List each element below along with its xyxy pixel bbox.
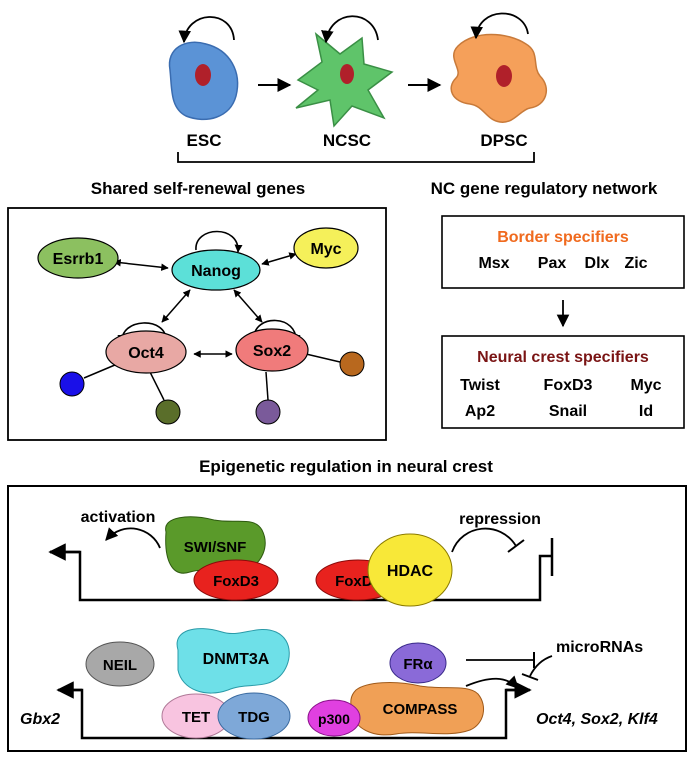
node-oct4: Oct4 — [105, 330, 187, 374]
ncsc-label: NCSC — [323, 131, 371, 150]
swi-snf-label: SWI/SNF — [184, 539, 247, 556]
esc-nucleus — [195, 64, 211, 86]
nc-gene: Twist — [460, 377, 500, 394]
edge-nanog-oct4 — [161, 289, 191, 323]
border-specifiers-title: Border specifiers — [497, 229, 629, 246]
nc-gene: FoxD3 — [544, 377, 593, 394]
svg-text:Myc: Myc — [310, 241, 341, 258]
svg-text:Oct4: Oct4 — [128, 345, 164, 362]
border-specifiers-box — [441, 215, 685, 289]
activation-label: activation — [81, 509, 156, 526]
nc-specifiers-title: Neural crest specifiers — [477, 349, 649, 366]
nc-gene: Snail — [549, 403, 587, 420]
nc-gene: Ap2 — [465, 403, 495, 420]
fra-activation-arrow — [465, 675, 519, 689]
dpsc-self-renewal-arrow — [470, 12, 529, 40]
lineage-bracket — [177, 152, 535, 163]
border-gene: Msx — [478, 255, 509, 272]
shared-genes-title: Shared self-renewal genes — [91, 179, 305, 198]
ncsc-cell: NCSC — [295, 15, 394, 150]
tdg-enzyme: TDG — [217, 692, 291, 740]
targets-label: Oct4, Sox2, Klf4 — [536, 711, 658, 728]
nc-gene: Myc — [630, 377, 661, 394]
esc-label: ESC — [187, 131, 222, 150]
nc-network-panel: Border specifiers Msx Pax Dlx Zic Neural… — [441, 215, 685, 429]
svg-text:TET: TET — [182, 709, 210, 726]
svg-text:NEIL: NEIL — [103, 657, 137, 674]
repression-bar — [507, 539, 525, 553]
shared-genes-panel: Esrrb1 Nanog Myc Oct4 Sox2 — [7, 207, 387, 441]
compass-label: COMPASS — [383, 701, 458, 718]
compass-complex: COMPASS — [350, 682, 485, 736]
node-myc: Myc — [293, 227, 359, 269]
target-node-brown — [339, 351, 365, 377]
nanog-self-loop — [195, 230, 243, 253]
epigenetic-title: Epigenetic regulation in neural crest — [199, 457, 493, 476]
nc-specifiers-box — [441, 335, 685, 429]
svg-text:p300: p300 — [318, 711, 350, 727]
micrornas-label: microRNAs — [556, 639, 643, 656]
edge-nanog-myc — [261, 252, 297, 266]
dpsc-cell: DPSC — [450, 12, 548, 150]
border-gene: Dlx — [585, 255, 610, 272]
node-sox2: Sox2 — [235, 328, 309, 372]
svg-text:TDG: TDG — [238, 709, 270, 726]
target-node-purple — [255, 399, 281, 425]
target-node-blue — [59, 371, 85, 397]
edge-oct4-olive — [149, 371, 165, 401]
dnmt3a-enzyme: DNMT3A — [176, 628, 290, 694]
foxd3-left: FoxD3 — [193, 559, 279, 601]
microrna-inhibit-line — [529, 655, 553, 677]
svg-text:Sox2: Sox2 — [253, 343, 291, 360]
esc-self-renewal-arrow — [178, 16, 235, 44]
svg-text:FoxD3: FoxD3 — [213, 573, 259, 590]
dpsc-nucleus — [496, 65, 512, 87]
hdac-label: HDAC — [387, 563, 434, 580]
dpsc-label: DPSC — [480, 131, 527, 150]
epigenetic-panel: activation repression SWI/SNF FoxD3 FoxD… — [7, 485, 687, 752]
edge-nanog-sox2 — [233, 289, 263, 323]
node-esrrb1: Esrrb1 — [37, 237, 119, 279]
neil-enzyme: NEIL — [85, 641, 155, 687]
microrna-inhibit-bar — [521, 673, 539, 681]
fra-protein: FRα — [389, 642, 447, 684]
activation-arrow — [105, 527, 161, 549]
target-node-olive — [155, 399, 181, 425]
p300-protein: p300 — [307, 699, 361, 737]
esc-cell: ESC — [168, 16, 239, 150]
edge-sox2-brown — [305, 353, 341, 363]
border-gene: Pax — [538, 255, 567, 272]
dnmt3a-label: DNMT3A — [203, 651, 270, 668]
ncsc-self-renewal-arrow — [321, 15, 379, 44]
ncsc-nucleus — [340, 64, 354, 84]
edge-esrrb1-nanog — [113, 259, 169, 271]
nc-network-title: NC gene regulatory network — [431, 179, 658, 198]
repression-arc — [451, 527, 517, 553]
gbx2-label: Gbx2 — [20, 711, 60, 728]
svg-text:Esrrb1: Esrrb1 — [53, 251, 104, 268]
repression-label: repression — [459, 511, 541, 528]
svg-text:FRα: FRα — [403, 656, 433, 673]
edge-sox2-purple — [265, 371, 269, 401]
swi-snf-complex: SWI/SNF — [165, 516, 266, 574]
node-nanog: Nanog — [171, 249, 261, 291]
nc-gene: Id — [639, 403, 653, 420]
tet-enzyme: TET — [161, 693, 231, 739]
svg-text:Nanog: Nanog — [191, 263, 241, 280]
hdac-complex: HDAC — [367, 533, 453, 607]
border-gene: Zic — [624, 255, 647, 272]
cell-lineage: ESC NCSC DPSC — [168, 12, 548, 163]
